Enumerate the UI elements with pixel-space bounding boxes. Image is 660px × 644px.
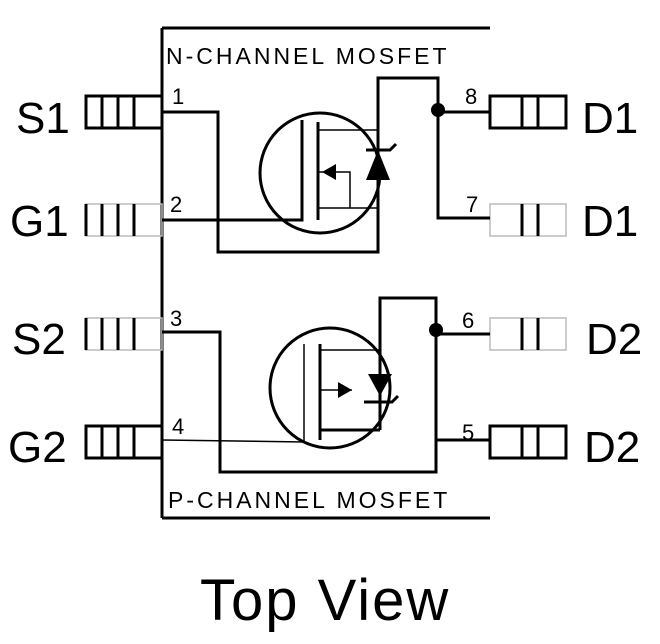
pin-label-g1: G1 xyxy=(10,197,69,246)
pad-pin-3 xyxy=(84,317,163,351)
pad-pin-8 xyxy=(488,94,568,130)
p-channel-label: P-CHANNEL MOSFET xyxy=(168,487,450,513)
pin-label-s1: S1 xyxy=(16,94,70,143)
pad-pin-1 xyxy=(84,94,164,130)
top-view-caption: Top View xyxy=(200,568,450,633)
pad-pin-2 xyxy=(84,203,163,237)
pin-label-d1-bottom: D1 xyxy=(582,197,638,246)
package-outline xyxy=(160,26,490,520)
pin-label-g2: G2 xyxy=(8,423,67,472)
pin-label-s2: S2 xyxy=(12,315,66,364)
pin-number-2: 2 xyxy=(170,192,182,217)
junction-dot-top xyxy=(431,103,445,117)
n-channel-label: N-CHANNEL MOSFET xyxy=(166,43,450,69)
junction-dot-bottom xyxy=(429,323,443,337)
pin-label-d1-top: D1 xyxy=(582,94,638,143)
pin-label-d2-top: D2 xyxy=(586,315,642,364)
pin-number-6: 6 xyxy=(462,308,474,333)
pin-number-1: 1 xyxy=(172,84,184,109)
pin-number-8: 8 xyxy=(465,84,477,109)
pad-pin-5 xyxy=(488,424,568,460)
pin-number-3: 3 xyxy=(170,306,182,331)
pin-number-4: 4 xyxy=(172,414,184,439)
n-channel-mosfet-symbol xyxy=(162,76,490,254)
pad-pin-7 xyxy=(489,203,567,237)
pad-pin-6 xyxy=(489,317,567,351)
pad-pin-4 xyxy=(84,424,164,460)
pin-number-7: 7 xyxy=(466,192,478,217)
p-channel-mosfet-symbol xyxy=(161,296,490,474)
pin-label-d2-bottom: D2 xyxy=(584,423,640,472)
